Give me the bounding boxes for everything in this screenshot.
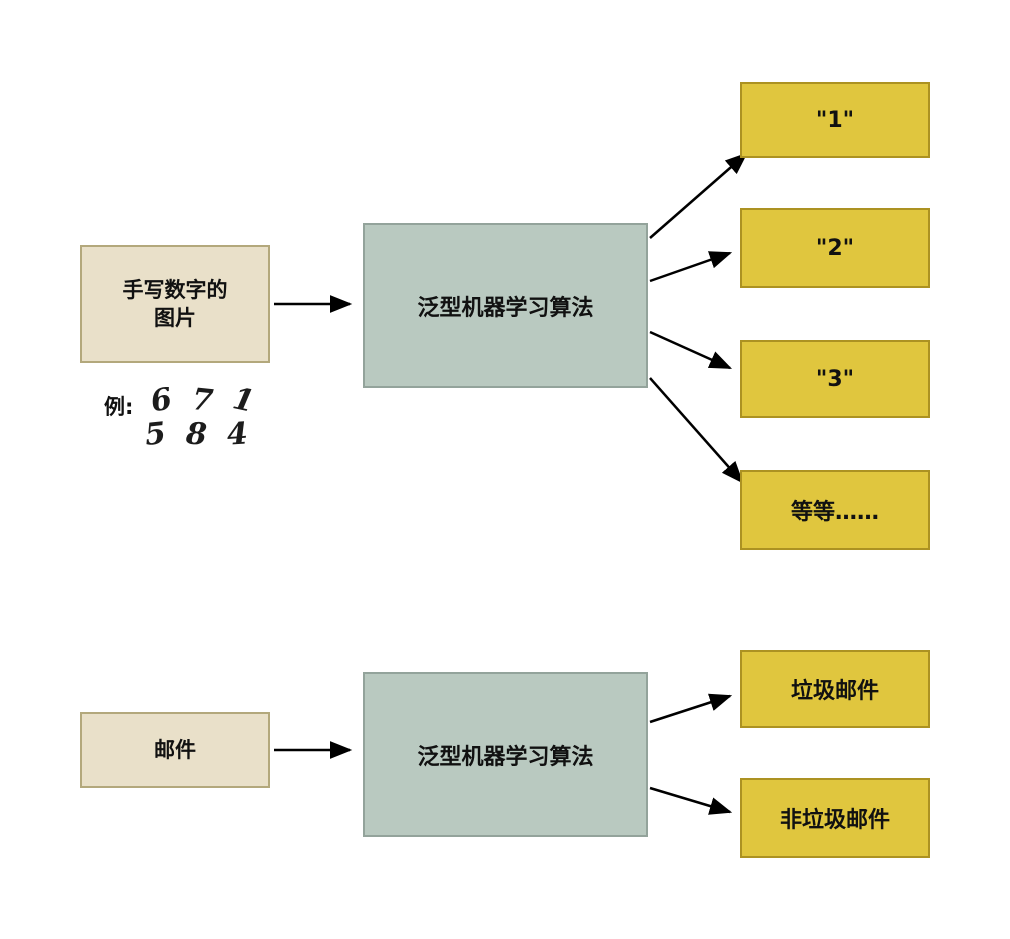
output-box-3: "3" [740, 340, 930, 418]
arrow-algorithm-to-output-not-spam [649, 786, 733, 815]
arrow-algorithm-to-output-spam [649, 693, 733, 724]
output-box-label: 非垃圾邮件 [779, 808, 890, 833]
output-box-etc: 等等…… [740, 470, 930, 550]
output-box-spam: 垃圾邮件 [740, 650, 930, 728]
input-box-label: 邮件 [154, 737, 196, 762]
handwritten-digit: 6 [148, 381, 176, 420]
output-box-2: "2" [740, 208, 930, 288]
handwritten-digit: 8 [185, 415, 209, 453]
arrow-algorithm-to-output-1 [649, 152, 748, 239]
handwritten-digit: 4 [225, 415, 250, 453]
handwritten-digit-row: 5 8 4 [143, 415, 254, 453]
input-box-handwritten-digit-images: 手写数字的 图片 [80, 245, 270, 363]
arrow-algorithm-to-output-3 [649, 330, 733, 370]
output-box-label: "1" [815, 107, 855, 133]
handwritten-digit: 5 [143, 415, 169, 453]
output-box-label: "2" [815, 235, 855, 261]
output-box-label: 垃圾邮件 [790, 679, 879, 704]
algorithm-box-bottom: 泛型机器学习算法 [363, 672, 648, 837]
output-box-1: "1" [740, 82, 930, 158]
example-label: 例: [104, 395, 134, 419]
output-box-not-spam: 非垃圾邮件 [740, 778, 930, 858]
handwritten-digit-row: 6 7 1 [148, 381, 258, 420]
handwritten-digit: 1 [229, 381, 258, 420]
algorithm-box-top: 泛型机器学习算法 [363, 223, 648, 388]
output-box-label: 等等…… [790, 500, 879, 525]
handwritten-digit: 7 [190, 382, 215, 419]
algorithm-box-label: 泛型机器学习算法 [417, 295, 594, 321]
handwritten-digits: 6 7 1 5 8 4 [144, 381, 258, 452]
arrow-algorithm-to-output-etc [649, 377, 744, 484]
example-annotation: 例: 6 7 1 5 8 4 [104, 381, 258, 452]
input-box-label: 手写数字的 图片 [122, 277, 228, 330]
input-box-email: 邮件 [80, 712, 270, 788]
arrow-algorithm-to-output-2 [649, 251, 733, 283]
algorithm-box-label: 泛型机器学习算法 [417, 744, 594, 770]
output-box-label: "3" [815, 366, 855, 392]
